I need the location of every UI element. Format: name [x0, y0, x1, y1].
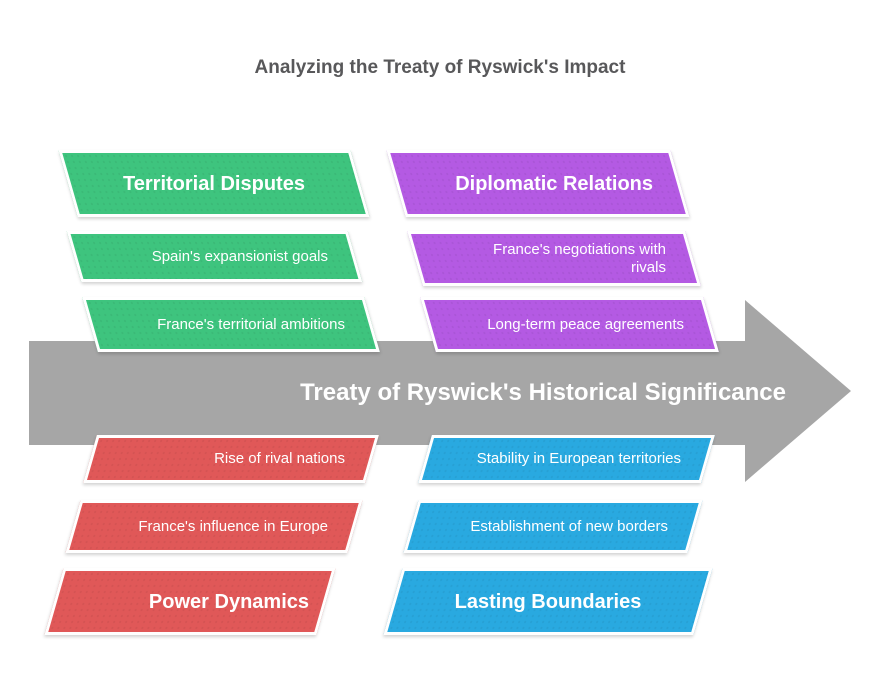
- banner-label: Rise of rival nations: [214, 450, 345, 467]
- banner-label: Spain's expansionist goals: [151, 247, 328, 265]
- banner-label: Power Dynamics: [148, 590, 309, 613]
- banner-label: France's influence in Europe: [138, 517, 328, 535]
- banner-label: Stability in European territories: [476, 450, 681, 467]
- banner-label: France's negotiations with rivals: [493, 240, 666, 276]
- banner-diplomatic-relations-header: Diplomatic Relations: [386, 150, 690, 217]
- banner-power-dynamics-header: Power Dynamics: [44, 568, 336, 635]
- banner-territorial-disputes-header: Territorial Disputes: [58, 150, 370, 217]
- banner-label: France's territorial ambitions: [157, 315, 345, 333]
- main-arrow-label: Treaty of Ryswick's Historical Significa…: [300, 379, 786, 406]
- banner-spains-expansionist-goals: Spain's expansionist goals: [66, 231, 363, 282]
- banner-label: Lasting Boundaries: [454, 590, 642, 613]
- banner-lasting-boundaries-header: Lasting Boundaries: [383, 568, 713, 635]
- diagram-title: Analyzing the Treaty of Ryswick's Impact: [254, 57, 626, 78]
- banner-frances-negotiations-with-rivals: France's negotiations with rivals: [407, 231, 701, 286]
- banner-establishment-of-new-borders: Establishment of new borders: [403, 500, 703, 553]
- banner-frances-influence-in-europe: France's influence in Europe: [65, 500, 363, 553]
- banner-rise-of-rival-nations: Rise of rival nations: [83, 435, 379, 483]
- banner-stability-in-european-territories: Stability in European territories: [418, 435, 715, 483]
- banner-frances-territorial-ambitions: France's territorial ambitions: [82, 297, 380, 352]
- banner-label: Diplomatic Relations: [455, 172, 653, 195]
- banner-label: Territorial Disputes: [123, 172, 305, 195]
- banner-long-term-peace-agreements: Long-term peace agreements: [420, 297, 719, 352]
- banner-label: Establishment of new borders: [470, 517, 668, 535]
- banner-label: Long-term peace agreements: [487, 315, 684, 333]
